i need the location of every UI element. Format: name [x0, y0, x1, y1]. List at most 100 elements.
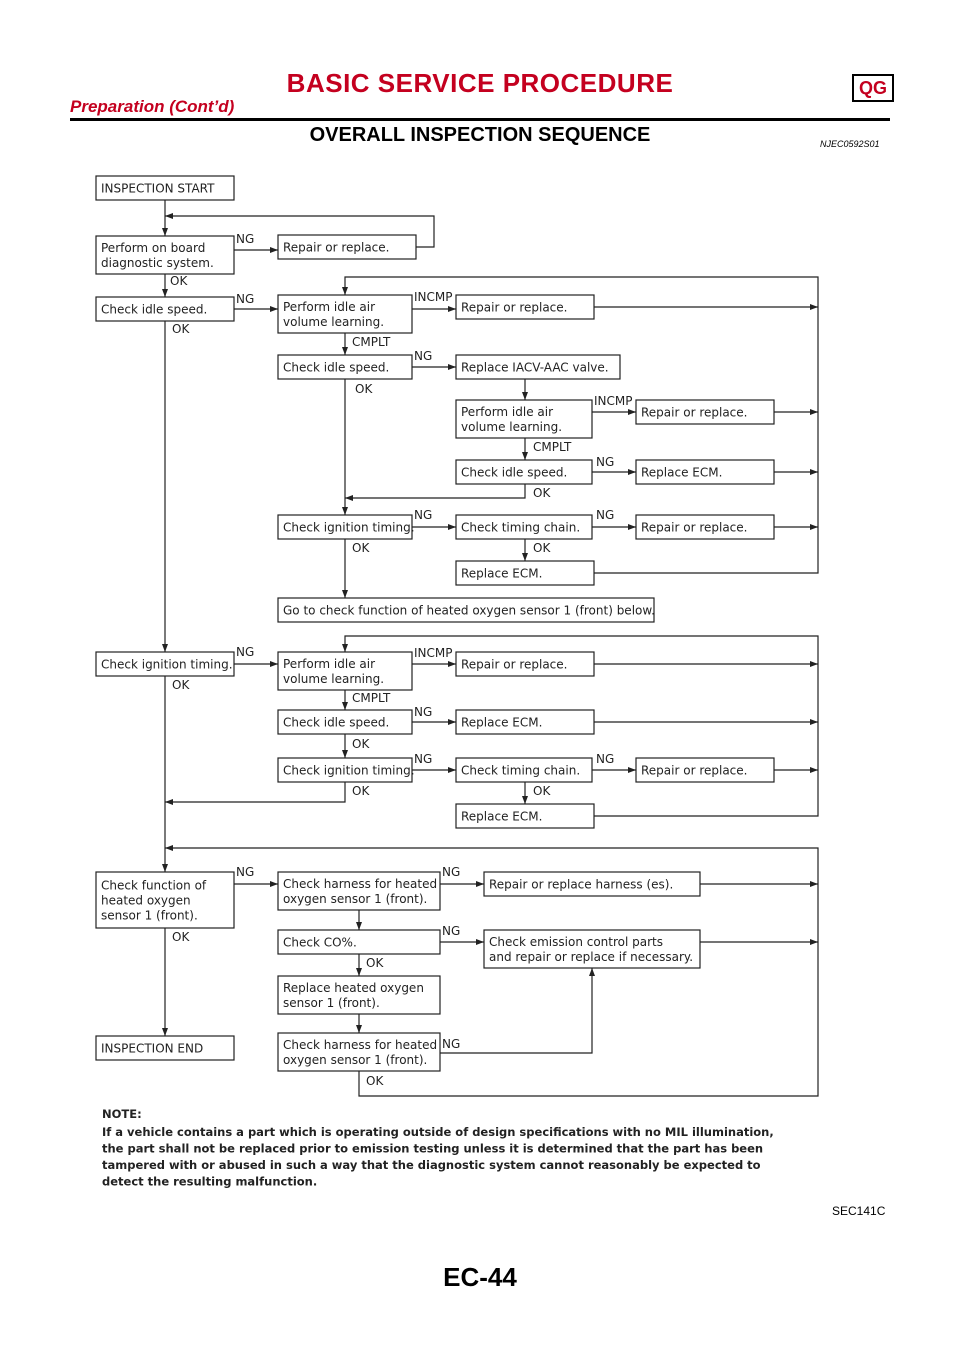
header-title: BASIC SERVICE PROCEDURE	[286, 68, 674, 98]
flow-box-repairD2: Repair or replace.	[635, 757, 775, 783]
flow-box-frame	[455, 399, 593, 439]
flow-box-text: Check idle speed.	[283, 716, 389, 730]
flow-box-frame	[277, 597, 655, 623]
repair1-return	[165, 213, 435, 248]
flow-box-text: volume learning.	[283, 672, 384, 686]
flow-box-frame	[277, 514, 413, 540]
flow-box-text: Repair or replace.	[641, 406, 747, 420]
flow-box-text: Repair or replace harness (es).	[489, 878, 673, 892]
label-incmp: INCMP	[414, 290, 452, 304]
label-ok: OK	[355, 382, 373, 396]
flow-box-repair1: Repair or replace.	[277, 234, 417, 260]
flow-box-goto: Go to check function of heated oxygen se…	[277, 597, 655, 623]
page-number: EC-44	[443, 1262, 517, 1292]
flow-box-frame	[483, 871, 701, 897]
flow-box-frame	[277, 929, 441, 955]
connector-lines	[162, 200, 819, 1097]
flow-box-frame	[455, 459, 593, 485]
flow-box-co: Check CO%.	[277, 929, 441, 955]
label-cmplt: CMPLT	[533, 440, 572, 454]
flow-box-text: sensor 1 (front).	[283, 996, 380, 1010]
flow-box-ecmB: Replace ECM.	[635, 459, 775, 485]
flow-box-ecmD2: Replace ECM.	[455, 803, 595, 829]
label-ok: OK	[533, 486, 551, 500]
flow-box-text: Perform idle air	[461, 405, 553, 419]
flow-box-text: Repair or replace.	[641, 521, 747, 535]
section3-return-loop	[165, 845, 819, 1097]
flow-box-frame	[635, 514, 775, 540]
flow-box-text: oxygen sensor 1 (front).	[283, 1053, 427, 1067]
label-ok: OK	[170, 274, 188, 288]
flow-box-text: Repair or replace.	[283, 241, 389, 255]
flow-box-ecmD: Replace ECM.	[455, 709, 595, 735]
flow-box-frame	[277, 354, 413, 380]
label-ng: NG	[236, 232, 254, 246]
flow-box-ignA: Check ignition timing.	[277, 514, 415, 540]
flow-box-text: diagnostic system.	[101, 256, 214, 270]
harness2-ng	[440, 968, 595, 1054]
flow-box-text: volume learning.	[283, 315, 384, 329]
label-ng: NG	[414, 508, 432, 522]
label-ok: OK	[533, 784, 551, 798]
flow-box-repairC: Repair or replace.	[635, 514, 775, 540]
flow-box-text: volume learning.	[461, 420, 562, 434]
flow-box-text: Check harness for heated	[283, 877, 437, 891]
label-ng: NG	[236, 645, 254, 659]
flow-box-text: Replace ECM.	[461, 716, 542, 730]
flow-box-text: Check harness for heated	[283, 1038, 437, 1052]
flow-box-repairH: Repair or replace harness (es).	[483, 871, 701, 897]
flow-box-frame	[95, 235, 235, 275]
flow-box-frame	[95, 296, 235, 322]
label-ng: NG	[442, 1037, 460, 1051]
label-ng: NG	[236, 292, 254, 306]
flow-box-frame	[483, 929, 701, 969]
ignD-ok	[165, 782, 346, 805]
flow-box-text: Check idle speed.	[283, 361, 389, 375]
flow-box-ign2: Check ignition timing.	[95, 651, 235, 677]
flow-box-frame	[277, 975, 441, 1015]
flow-box-text: Check function of	[101, 879, 207, 893]
header-rule	[70, 118, 890, 121]
flow-box-frame	[455, 514, 593, 540]
flow-box-frame	[635, 459, 775, 485]
label-ng: NG	[414, 752, 432, 766]
flow-box-frame	[277, 709, 413, 735]
flow-box-frame	[455, 757, 593, 783]
flow-box-start: INSPECTION START	[95, 175, 235, 201]
flow-box-text: Check idle speed.	[461, 466, 567, 480]
flow-box-text: Perform on board	[101, 241, 205, 255]
flow-box-idle1: Check idle speed.	[95, 296, 235, 322]
flow-box-idleD: Check idle speed.	[277, 709, 413, 735]
label-ok: OK	[366, 956, 384, 970]
label-ng: NG	[414, 705, 432, 719]
flow-box-frame	[635, 757, 775, 783]
flow-box-idleB: Check idle speed.	[455, 459, 593, 485]
flow-box-text: Perform idle air	[283, 657, 375, 671]
label-ng: NG	[596, 752, 614, 766]
flow-box-frame	[277, 871, 441, 911]
flow-box-frame	[455, 354, 621, 380]
flow-box-chainA: Check timing chain.	[455, 514, 593, 540]
label-ng: NG	[442, 865, 460, 879]
label-ok: OK	[172, 678, 190, 692]
flow-box-text: Check timing chain.	[461, 764, 580, 778]
flow-box-end: INSPECTION END	[95, 1035, 235, 1061]
flow-box-idleA2: Check idle speed.	[277, 354, 413, 380]
flow-box-text: Check timing chain.	[461, 521, 580, 535]
flow-boxes: INSPECTION START Perform on boarddiagnost…	[95, 175, 775, 1072]
label-ok: OK	[352, 541, 370, 555]
flow-box-text: Check CO%.	[283, 936, 357, 950]
section-title: OVERALL INSPECTION SEQUENCE	[309, 124, 651, 146]
flow-box-ecmC: Replace ECM.	[455, 560, 595, 586]
label-ok: OK	[533, 541, 551, 555]
label-incmp: INCMP	[414, 646, 452, 660]
flow-box-frame	[277, 757, 413, 783]
label-ok: OK	[172, 930, 190, 944]
